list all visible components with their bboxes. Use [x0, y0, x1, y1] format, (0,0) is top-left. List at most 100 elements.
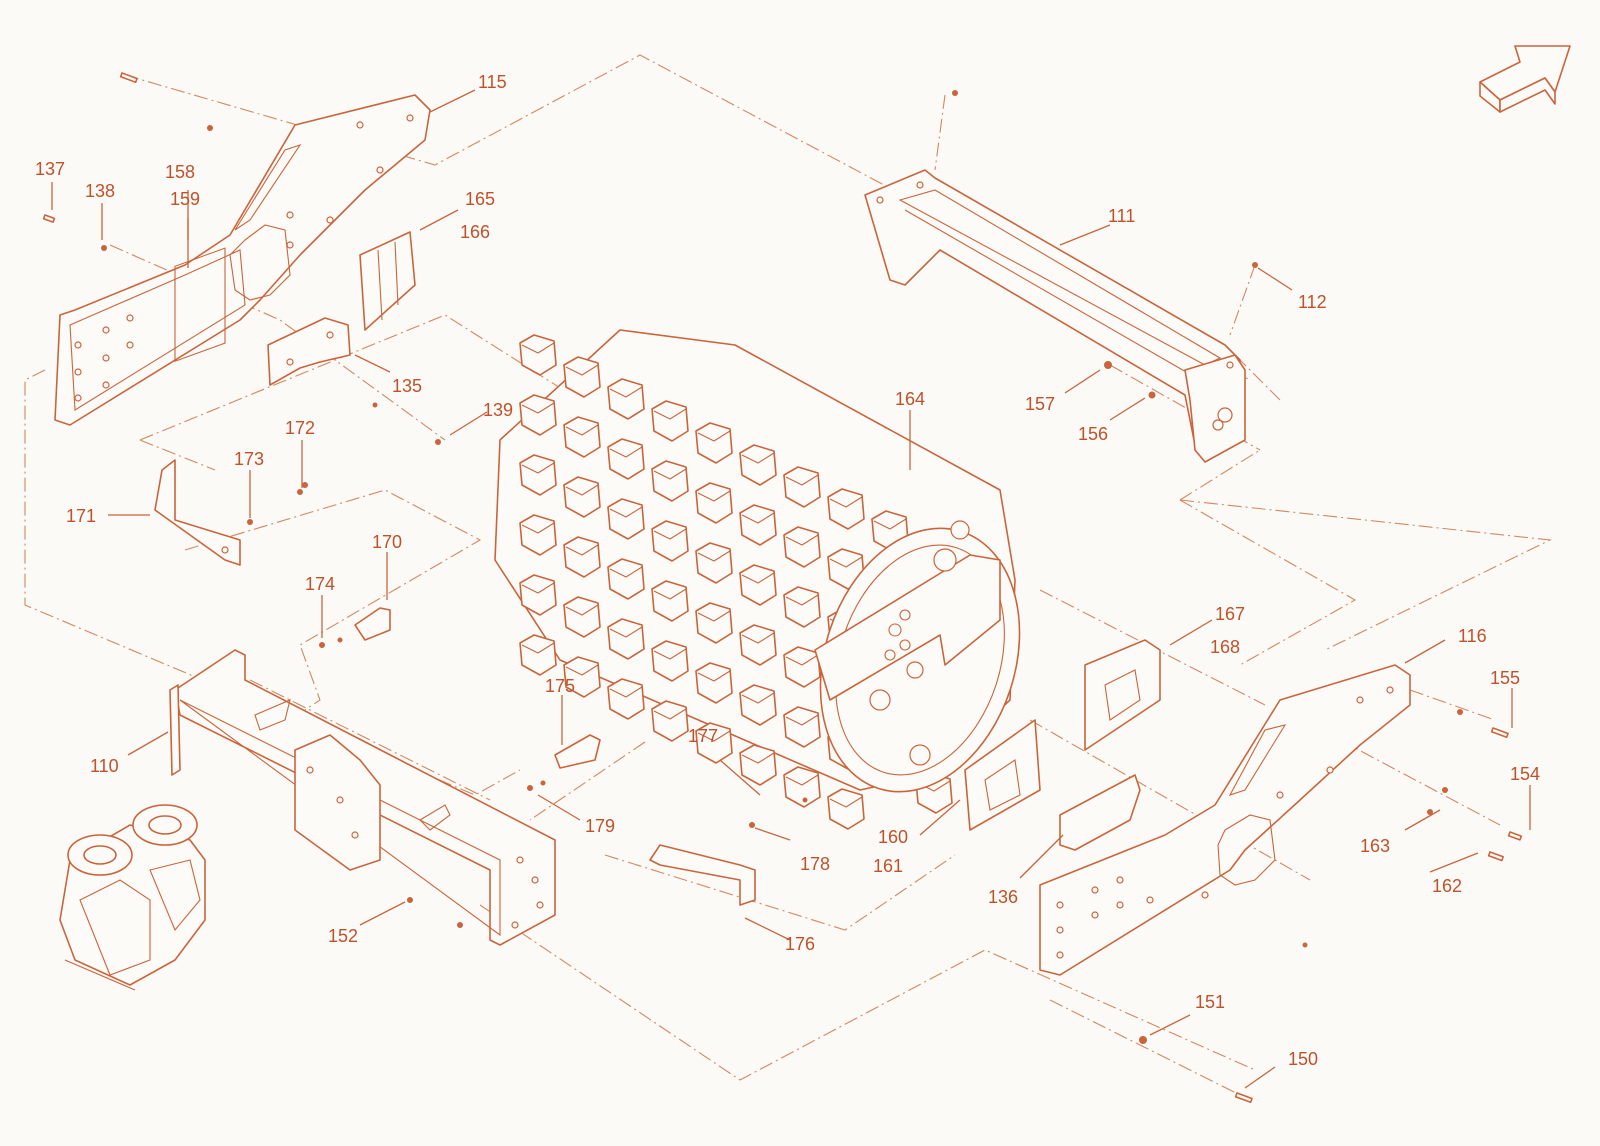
drum-pad-edge: [653, 528, 687, 540]
drum-pad: [651, 640, 689, 682]
leader-lines: [51, 89, 1531, 1089]
orientation-arrow-icon: [1479, 45, 1571, 113]
callout-179: 179: [585, 816, 615, 836]
drum-pad-edge: [521, 462, 555, 474]
drum-pad-edge: [785, 774, 819, 786]
drum-pad: [739, 744, 777, 786]
drum-pad: [607, 498, 645, 540]
drum-pad-edge: [609, 386, 643, 398]
drum-pad: [607, 558, 645, 600]
drum-pad: [739, 624, 777, 666]
drum-pad-edge: [565, 544, 599, 556]
callout-116: 116: [1458, 626, 1487, 646]
padfoot-drum: [494, 329, 1021, 830]
callout-173: 173: [234, 449, 264, 469]
callout-152: 152: [328, 926, 358, 946]
callout-110: 110: [90, 756, 119, 776]
drum-pad-edge: [829, 556, 863, 568]
drum-pad: [519, 394, 557, 436]
callout-176: 176: [785, 934, 815, 954]
drum-pad: [607, 678, 645, 720]
drum-pad-edge: [829, 496, 863, 508]
callout-115: 115: [478, 72, 507, 92]
drum-pad: [519, 334, 557, 376]
drum-pad-edge: [653, 708, 687, 720]
drum-pad: [651, 460, 689, 502]
callout-158: 158: [165, 162, 195, 182]
drum-pad-edge: [609, 686, 643, 698]
drum-pad: [519, 514, 557, 556]
drum-pad-edge: [653, 648, 687, 660]
part-115-left-side-plate: [54, 94, 431, 426]
drum-pad-edge: [785, 654, 819, 666]
drum-pad-edge: [697, 550, 731, 562]
drum-pad-edge: [697, 430, 731, 442]
drum-pad-edge: [521, 582, 555, 594]
drum-pad-edge: [609, 506, 643, 518]
drum-pad: [563, 656, 601, 698]
drum-pad: [695, 662, 733, 704]
callout-167: 167: [1215, 604, 1245, 624]
callout-151: 151: [1195, 992, 1225, 1012]
part-176-bracket: [649, 844, 756, 906]
drum-pad-edge: [521, 642, 555, 654]
drum-pad: [695, 602, 733, 644]
drum-pad: [695, 722, 733, 764]
part-116-right-side-plate: [1039, 664, 1411, 976]
drum-pad: [607, 618, 645, 660]
drum-pad: [783, 706, 821, 748]
drum-pad-edge: [565, 664, 599, 676]
drum-pad-edge: [697, 490, 731, 502]
drum-pad: [783, 466, 821, 508]
drum-pad-edge: [521, 402, 555, 414]
drum-pad-edge: [609, 626, 643, 638]
drum-pad-edge: [741, 452, 775, 464]
drum-pad-edge: [697, 610, 731, 622]
callout-174: 174: [305, 574, 335, 594]
callout-164: 164: [895, 389, 925, 409]
drum-pad-edge: [741, 572, 775, 584]
drum-pad-edge: [741, 692, 775, 704]
callout-178: 178: [800, 854, 830, 874]
drum-pad-edge: [829, 796, 863, 808]
callout-150: 150: [1288, 1049, 1318, 1069]
drum-pad-edge: [609, 446, 643, 458]
drum-pad: [519, 574, 557, 616]
drum-pad: [607, 378, 645, 420]
callout-136: 136: [988, 887, 1018, 907]
drum-pad-edge: [653, 468, 687, 480]
drum-pad-edge: [785, 714, 819, 726]
callout-157: 157: [1025, 394, 1055, 414]
callout-170: 170: [372, 532, 402, 552]
callout-159: 159: [170, 189, 200, 209]
drum-pad-edge: [741, 632, 775, 644]
drum-pad: [607, 438, 645, 480]
callout-168: 168: [1210, 637, 1240, 657]
drum-pad-edge: [741, 752, 775, 764]
drum-pad: [739, 504, 777, 546]
drum-pad: [651, 580, 689, 622]
part-171-bracket: [154, 459, 241, 566]
drum-pad-edge: [697, 670, 731, 682]
drum-pad-edge: [521, 342, 555, 354]
callout-177: 177: [688, 726, 718, 746]
callout-135: 135: [392, 376, 422, 396]
drum-pad: [563, 416, 601, 458]
drum-pad-edge: [741, 512, 775, 524]
part-160-plate: [964, 719, 1041, 831]
callout-166: 166: [460, 222, 490, 242]
drum-pad: [563, 476, 601, 518]
drum-pad-edge: [785, 474, 819, 486]
callout-111: 111: [1108, 206, 1135, 226]
drum-pad: [827, 488, 865, 530]
callout-172: 172: [285, 418, 315, 438]
pivot-mount-assembly: [59, 804, 206, 991]
drum-pad-edge: [521, 522, 555, 534]
part-170-clip: [354, 607, 391, 641]
drum-pad-edge: [565, 604, 599, 616]
callout-163: 163: [1360, 836, 1390, 856]
drum-pad: [695, 542, 733, 584]
callout-154: 154: [1510, 764, 1540, 784]
